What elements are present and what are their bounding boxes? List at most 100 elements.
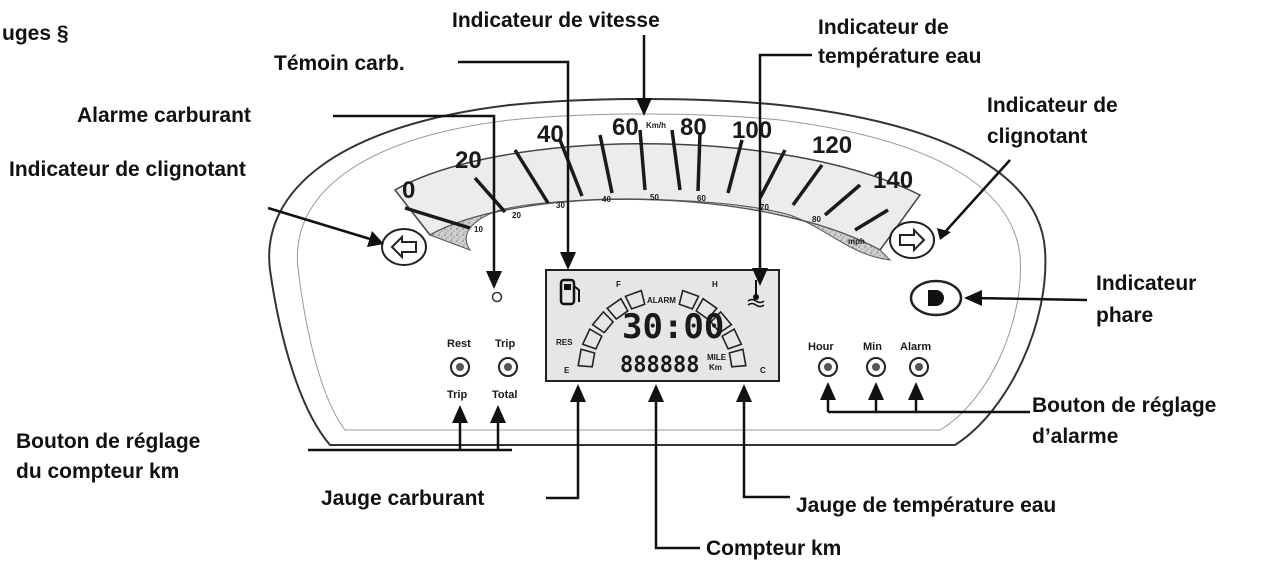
- fuel-pump-icon: [559, 278, 580, 306]
- callout-headlight-line1: Indicateur: [1096, 272, 1196, 295]
- lcd-gauge-segment: [624, 289, 646, 310]
- callout-alarm-button-line2: d’alarme: [1032, 425, 1118, 448]
- button-label-min: Min: [863, 341, 882, 353]
- callout-alarm-button-line1: Bouton de réglage: [1032, 394, 1216, 417]
- min-button[interactable]: [866, 357, 886, 377]
- dial-number-0: 0: [402, 177, 415, 204]
- dial-unit-kmh: Km/h: [646, 121, 666, 130]
- callout-headlight-line2: phare: [1096, 304, 1153, 327]
- dial-tick: [513, 149, 550, 204]
- dial-tick: [473, 176, 507, 214]
- dial-number-120: 120: [812, 132, 852, 159]
- callout-fuel-alarm: Alarme carburant: [77, 104, 251, 127]
- dial-inner-number: 50: [650, 193, 659, 202]
- arrow-right-icon: [899, 227, 926, 253]
- headlight-icon: [928, 290, 944, 306]
- callout-odometer-button-line1: Bouton de réglage: [16, 430, 200, 453]
- temp-hot-label: H: [712, 280, 718, 289]
- lcd-odo-unit-km: Km: [709, 363, 722, 372]
- headlight-indicator: [909, 279, 963, 317]
- callout-odometer: Compteur km: [706, 537, 841, 560]
- lcd-gauge-segment: [591, 310, 615, 334]
- lcd-gauge-segment: [577, 348, 596, 368]
- button-label-hour: Hour: [808, 341, 834, 353]
- dial-number-40: 40: [537, 121, 564, 148]
- button-label-trip-bottom: Trip: [447, 389, 467, 401]
- callout-odometer-button-line2: du compteur km: [16, 460, 179, 483]
- callout-water-temp-indicator-line2: température eau: [818, 45, 981, 68]
- callout-temp-gauge: Jauge de température eau: [796, 494, 1056, 517]
- callout-fuel-gauge: Jauge carburant: [321, 487, 484, 510]
- dial-number-140: 140: [873, 167, 913, 194]
- lcd-gauge-segment: [606, 297, 629, 321]
- left-turn-indicator: [381, 228, 427, 266]
- button-label-rest: Rest: [447, 338, 471, 350]
- dial-speckled-band: [428, 198, 892, 261]
- dial-number-20: 20: [455, 147, 482, 174]
- button-label-alarm: Alarm: [900, 341, 931, 353]
- lcd-gauge-segment: [728, 348, 747, 368]
- button-label-total: Total: [492, 389, 517, 401]
- page-title: uges §: [2, 22, 69, 45]
- callout-left-turn: Indicateur de clignotant: [9, 158, 246, 181]
- lcd-display: F RES E H C ALARM 30:00 888888 MILE Km: [545, 269, 780, 382]
- dial-inner-number: 10: [474, 225, 483, 234]
- callout-fuel-light: Témoin carb.: [274, 52, 405, 75]
- alarm-set-button[interactable]: [909, 357, 929, 377]
- water-temp-icon: [747, 280, 765, 308]
- callout-right-turn-line1: Indicateur de: [987, 94, 1118, 117]
- lcd-clock: 30:00: [622, 307, 724, 347]
- dial-tick: [854, 208, 889, 232]
- dial-tick: [758, 149, 787, 199]
- arrow-left-icon: [390, 234, 417, 260]
- dial-inner-number: 20: [512, 211, 521, 220]
- dial-tick: [791, 163, 824, 207]
- dial-number-80: 80: [680, 114, 707, 141]
- dial-tick: [558, 139, 584, 197]
- dial-tick: [726, 139, 744, 194]
- right-turn-indicator: [889, 221, 935, 259]
- fuel-reserve-label: RES: [556, 338, 573, 347]
- dial-tick: [696, 132, 702, 192]
- fuel-alarm-light: [491, 291, 503, 303]
- lcd-alarm-label: ALARM: [647, 296, 676, 305]
- dial-tick-marks: [404, 129, 889, 232]
- lcd-gauge-segment: [678, 289, 700, 310]
- dial-tick: [823, 183, 862, 217]
- button-label-trip-top: Trip: [495, 338, 515, 350]
- dial-number-100: 100: [732, 117, 772, 144]
- fuel-full-label: F: [616, 280, 621, 289]
- lcd-gauge-segments: [577, 289, 747, 368]
- dial-tick: [404, 206, 471, 230]
- lcd-gauge-segment: [721, 327, 743, 350]
- fuel-empty-label: E: [564, 366, 570, 375]
- dial-inner-number: 40: [602, 195, 611, 204]
- dial-inner-number: 70: [760, 203, 769, 212]
- callout-speed-indicator: Indicateur de vitesse: [452, 9, 660, 32]
- dial-inner-number: 30: [556, 201, 565, 210]
- dial-number-60: 60: [612, 114, 639, 141]
- callout-water-temp-indicator-line1: Indicateur de: [818, 16, 949, 39]
- dial-tick: [598, 134, 614, 194]
- odometer-buttons: Rest Trip Trip Total: [447, 338, 518, 401]
- hour-button[interactable]: [818, 357, 838, 377]
- dial-tick: [670, 129, 682, 191]
- dial-inner-number: 80: [812, 215, 821, 224]
- lcd-odometer: 888888: [620, 353, 699, 378]
- trip-total-button[interactable]: [498, 357, 518, 377]
- lcd-gauge-segment: [581, 327, 603, 350]
- dial-unit-mph: mph: [848, 237, 865, 246]
- alarm-buttons: Hour Min Alarm: [808, 341, 931, 377]
- temp-cold-label: C: [760, 366, 766, 375]
- lcd-odo-unit-mile: MILE: [707, 353, 727, 362]
- dial-tick: [638, 129, 647, 191]
- leader-lines: [267, 35, 1088, 550]
- cluster-inner-rim: [296, 113, 1021, 431]
- callout-right-turn-line2: clignotant: [987, 125, 1087, 148]
- lcd-gauge-segment: [695, 297, 718, 321]
- speedometer-dial: 0 20 40 60 80 100 120 140 10 20 30 40 50…: [393, 114, 922, 261]
- lcd-gauge-segment: [709, 310, 733, 334]
- rest-trip-button[interactable]: [450, 357, 470, 377]
- dial-inner-number: 60: [697, 194, 706, 203]
